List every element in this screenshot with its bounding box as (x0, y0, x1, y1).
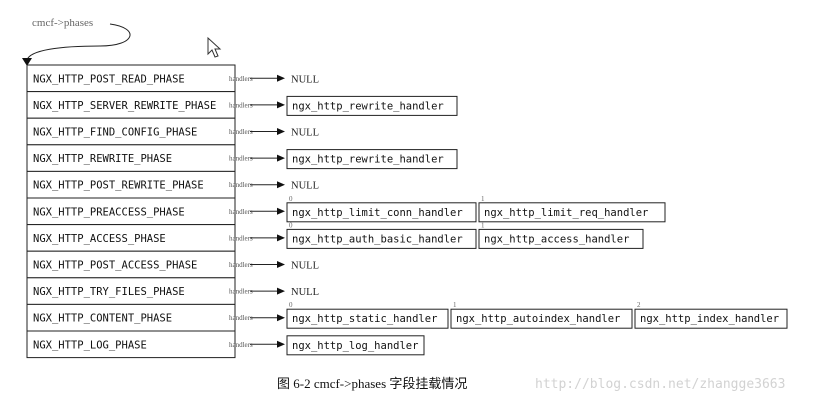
phase-cell (26, 170, 236, 199)
handler-box (478, 228, 644, 249)
handlers-label: handlers (229, 155, 253, 163)
handler-box (286, 228, 477, 249)
phase-cell (26, 144, 236, 172)
phases-pointer-label: cmcf->phases (32, 17, 93, 29)
handler-name: ngx_http_access_handler (484, 233, 629, 245)
handlers-label: handlers (229, 234, 253, 242)
null-label: NULL (291, 181, 319, 192)
phase-name: NGX_HTTP_POST_REWRITE_PHASE (33, 180, 204, 192)
handlers-arrowhead (277, 314, 285, 322)
handler-index: 1 (453, 301, 457, 309)
handler-box (286, 95, 458, 116)
handler-index: 1 (481, 195, 485, 203)
phase-cell (26, 250, 236, 279)
handlers-label: handlers (229, 128, 253, 136)
handler-index: 0 (289, 195, 293, 203)
handlers-arrowhead (277, 181, 285, 189)
handlers-arrowhead (277, 207, 285, 215)
phase-name: NGX_HTTP_LOG_PHASE (33, 339, 147, 351)
handlers-label: handlers (229, 181, 253, 189)
handlers-label: handlers (229, 75, 253, 83)
handler-box (286, 149, 458, 170)
phases-pointer-curve (26, 23, 131, 61)
handler-box (286, 308, 449, 329)
phase-name: NGX_HTTP_FIND_CONFIG_PHASE (33, 127, 197, 139)
watermark-url: http://blog.csdn.net/zhangge3663 (535, 377, 785, 392)
handler-name: ngx_http_limit_conn_handler (292, 207, 463, 219)
handlers-arrowhead (277, 128, 285, 135)
phase-cell (26, 277, 236, 305)
handlers-label: handlers (229, 261, 253, 269)
phase-name: NGX_HTTP_TRY_FILES_PHASE (33, 286, 185, 298)
handler-box (286, 202, 477, 223)
null-label: NULL (291, 287, 319, 298)
handler-name: ngx_http_rewrite_handler (292, 154, 444, 166)
mouse-cursor-icon (207, 36, 222, 58)
handlers-arrowhead (277, 74, 285, 82)
handler-index: 0 (289, 221, 293, 229)
handlers-label: handlers (229, 314, 253, 322)
phase-name: NGX_HTTP_POST_ACCESS_PHASE (33, 260, 197, 272)
phase-name: NGX_HTTP_PREACCESS_PHASE (33, 206, 185, 218)
handler-index: 2 (637, 301, 641, 309)
phase-name: NGX_HTTP_ACCESS_PHASE (33, 233, 166, 245)
handler-name: ngx_http_autoindex_handler (456, 313, 620, 325)
handlers-label: handlers (229, 208, 253, 216)
handler-box (634, 308, 788, 329)
phase-cell (26, 91, 236, 119)
phase-name: NGX_HTTP_REWRITE_PHASE (33, 153, 172, 165)
handler-name: ngx_http_log_handler (292, 340, 418, 352)
handlers-arrowhead (277, 154, 285, 162)
handler-box (450, 308, 633, 329)
handler-index: 1 (481, 221, 485, 229)
handler-box (286, 335, 425, 356)
phase-name: NGX_HTTP_POST_READ_PHASE (33, 73, 185, 85)
phase-cell (26, 303, 236, 332)
handler-name: ngx_http_rewrite_handler (292, 100, 444, 112)
null-label: NULL (291, 261, 319, 272)
handler-box (478, 202, 666, 223)
handlers-arrowhead (277, 101, 285, 109)
handlers-label: handlers (229, 101, 253, 109)
figure-caption: 图 6-2 cmcf->phases 字段挂载情况 (277, 376, 467, 391)
phase-name: NGX_HTTP_CONTENT_PHASE (33, 313, 172, 325)
handlers-arrowhead (277, 234, 285, 242)
null-label: NULL (291, 74, 319, 85)
handler-name: ngx_http_limit_req_handler (484, 207, 648, 219)
phase-cell (26, 224, 236, 252)
phase-name: NGX_HTTP_SERVER_REWRITE_PHASE (33, 100, 216, 112)
handler-name: ngx_http_auth_basic_handler (292, 233, 463, 245)
null-label: NULL (291, 128, 319, 139)
handlers-label: handlers (229, 288, 253, 296)
handlers-arrowhead (277, 287, 285, 295)
phases-pointer-arrowhead (22, 58, 32, 66)
phase-cell (26, 330, 236, 359)
handlers-arrowhead (277, 340, 285, 348)
handlers-arrowhead (277, 261, 285, 268)
handlers-label: handlers (229, 341, 253, 349)
handler-name: ngx_http_static_handler (292, 313, 437, 325)
handler-name: ngx_http_index_handler (640, 313, 779, 325)
phase-cell (26, 197, 236, 226)
handler-index: 0 (289, 301, 293, 309)
